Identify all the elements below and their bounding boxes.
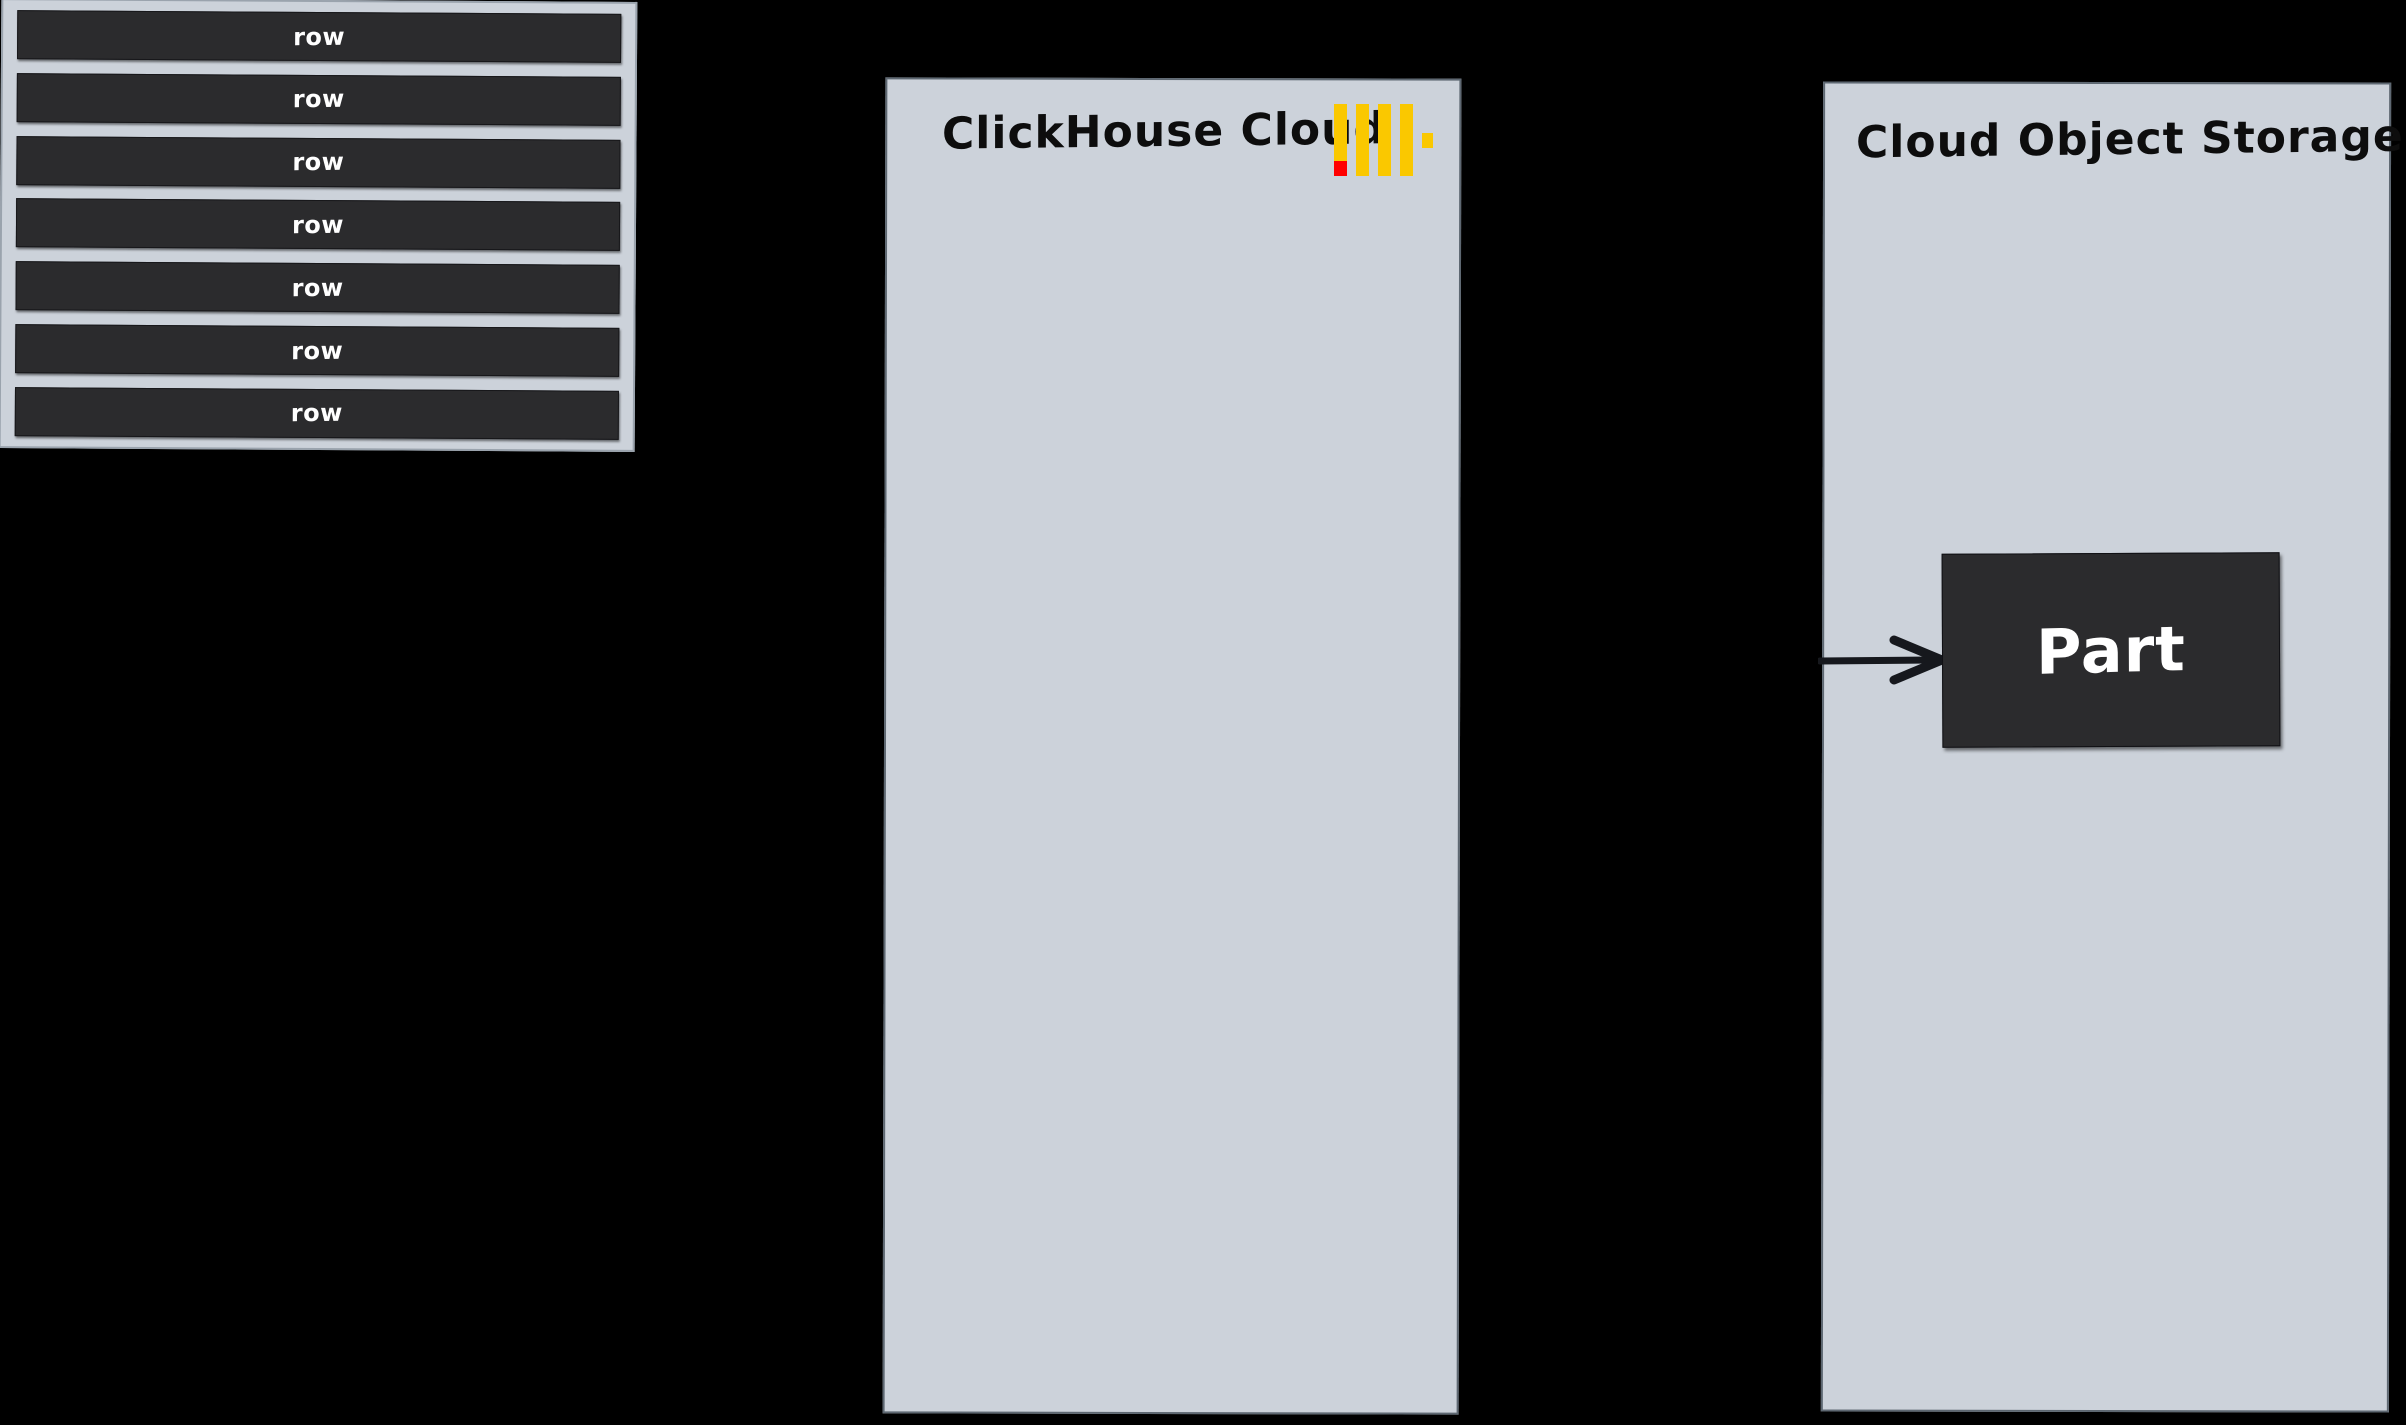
row-label: row — [290, 399, 343, 428]
table-row: row — [14, 387, 619, 440]
table-row: row — [17, 10, 622, 63]
table-row: row — [15, 198, 621, 252]
table-row: row — [15, 324, 620, 377]
row-label: row — [291, 210, 345, 240]
ingest-arrow-icon — [1818, 635, 1947, 685]
row-label: row — [292, 147, 345, 177]
row-label: row — [292, 85, 345, 114]
row-label: row — [291, 336, 344, 365]
row-label: row — [293, 22, 346, 51]
clickhouse-logo-icon — [1334, 104, 1433, 176]
part-label: Part — [2035, 611, 2187, 689]
logo-bar-1 — [1334, 104, 1347, 176]
logo-bar-3 — [1378, 104, 1391, 176]
clickhouse-cloud-panel — [882, 77, 1462, 1415]
table-row: row — [16, 72, 621, 126]
logo-accent-red — [1334, 161, 1347, 176]
clickhouse-cloud-title: ClickHouse Cloud — [942, 103, 1386, 160]
table-row: row — [15, 261, 620, 315]
logo-dash — [1422, 133, 1433, 148]
rows-stack: row row row row row row row — [14, 10, 622, 440]
table-row: row — [16, 135, 621, 189]
part-box: Part — [1941, 552, 2281, 748]
rows-table: row row row row row row row — [0, 0, 638, 452]
cloud-object-storage-title: Cloud Object Storage — [1856, 110, 2404, 169]
logo-bar-2 — [1356, 104, 1369, 176]
row-label: row — [291, 273, 344, 303]
logo-bar-4 — [1400, 104, 1413, 176]
